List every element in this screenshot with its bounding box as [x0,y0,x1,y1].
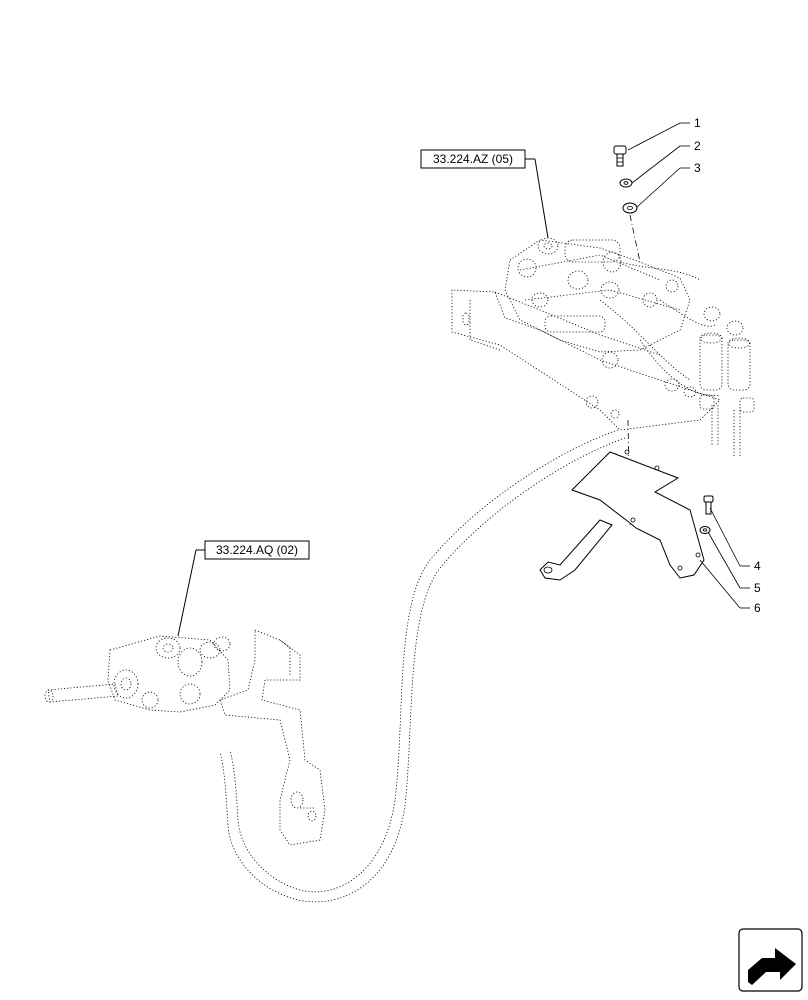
callout-3: 3 [694,161,701,175]
reference-box-top[interactable]: 33.224.AZ (05) [420,149,526,169]
bracket-part-6[interactable] [539,449,705,581]
washer-part-5[interactable] [699,526,711,534]
washer-part-2[interactable] [619,178,633,188]
callout-2: 2 [694,139,701,153]
valve-assembly [451,237,755,458]
bolt-part-1[interactable] [613,145,627,167]
reference-label-left: 33.224.AQ (02) [216,543,298,557]
hydraulic-hose [219,429,626,903]
washer-part-3[interactable] [622,202,638,214]
callout-1: 1 [694,116,701,130]
callout-4: 4 [754,559,761,573]
callout-5: 5 [754,581,761,595]
reference-box-left[interactable]: 33.224.AQ (02) [204,540,310,560]
reference-label-top: 33.224.AZ (05) [433,152,513,166]
manual-valve [44,635,231,713]
next-page-arrow-icon[interactable] [738,928,803,992]
callout-6: 6 [754,601,761,615]
bolt-part-4[interactable] [703,495,714,515]
pedal-assembly [219,629,326,846]
